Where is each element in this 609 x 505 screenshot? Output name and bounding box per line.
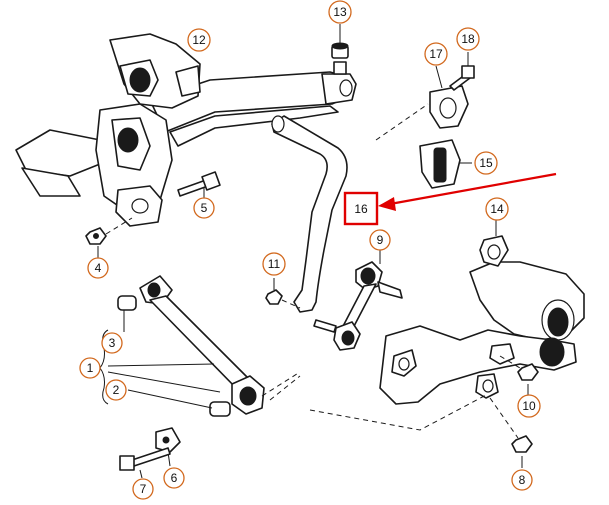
part-18-bolt	[449, 52, 475, 91]
callout-5-label: 5	[201, 201, 208, 215]
callout-12-label: 12	[192, 33, 206, 47]
callout-18: 18	[456, 27, 480, 51]
part-17-clamp	[429, 65, 469, 129]
red-pointer-line	[389, 172, 557, 206]
callout-6: 6	[163, 467, 185, 489]
callout-14: 14	[485, 197, 509, 221]
part-10-nut	[499, 355, 539, 396]
part-16-highlight: 16	[343, 172, 557, 226]
callout-3-label: 3	[109, 336, 116, 350]
callout-11-label: 11	[268, 257, 281, 271]
part-13-bushing	[331, 24, 349, 75]
part-16-stabilizer-bar	[271, 115, 348, 313]
part-3-bushing	[117, 295, 137, 332]
lower-control-arm	[379, 325, 577, 405]
dashed-guide-lower	[261, 371, 489, 431]
callout-14-label: 14	[490, 202, 504, 216]
callout-8-label: 8	[519, 473, 526, 487]
callout-8: 8	[511, 469, 533, 491]
callout-2: 2	[105, 379, 127, 401]
callout-12: 12	[187, 28, 211, 52]
callout-5: 5	[193, 197, 215, 219]
part-4-nut	[85, 217, 133, 258]
callout-13: 13	[328, 0, 352, 24]
part-15-bushing	[419, 139, 472, 189]
callout-10-label: 10	[522, 399, 536, 413]
part-1-trailing-link	[139, 275, 265, 415]
wheel-bearing-housing	[469, 218, 585, 341]
callout-18-label: 18	[461, 32, 475, 46]
callout-16-label: 16	[354, 202, 368, 216]
callout-9: 9	[369, 229, 391, 251]
dashed-guide-bar-to-link	[269, 375, 301, 401]
part-1-leader-lower	[107, 371, 221, 393]
part-2-bushing	[127, 389, 231, 417]
callout-15: 15	[474, 151, 498, 175]
callout-17: 17	[424, 42, 448, 66]
dashed-guide-upper-right	[375, 103, 429, 141]
callout-10: 10	[517, 394, 541, 418]
part-1-leader-upper	[107, 363, 215, 367]
callout-17-label: 17	[429, 47, 443, 61]
callout-7: 7	[132, 478, 154, 500]
callout-9-label: 9	[377, 233, 384, 247]
callout-1: 1	[79, 357, 101, 379]
callout-3: 3	[101, 332, 123, 354]
callout-2-label: 2	[113, 383, 120, 397]
part-8-nut	[489, 397, 533, 468]
callout-4: 4	[87, 257, 109, 279]
part-7-bolt	[119, 447, 171, 479]
callout-13-label: 13	[333, 5, 347, 19]
callout-1-label: 1	[87, 361, 94, 375]
part-11-nut	[265, 278, 301, 309]
callout-4-label: 4	[95, 261, 102, 275]
part-9-coupling-rod	[313, 250, 403, 351]
part-5-bolt	[177, 171, 221, 200]
subframe-crossmember	[15, 33, 357, 227]
callout-11: 11	[262, 252, 286, 276]
callout-6-label: 6	[171, 471, 178, 485]
part-16-highlight-box	[343, 191, 379, 226]
callout-15-label: 15	[479, 156, 493, 170]
callout-7-label: 7	[140, 482, 147, 496]
red-pointer-arrowhead	[378, 197, 396, 211]
part-6-washer-plate	[155, 427, 181, 467]
